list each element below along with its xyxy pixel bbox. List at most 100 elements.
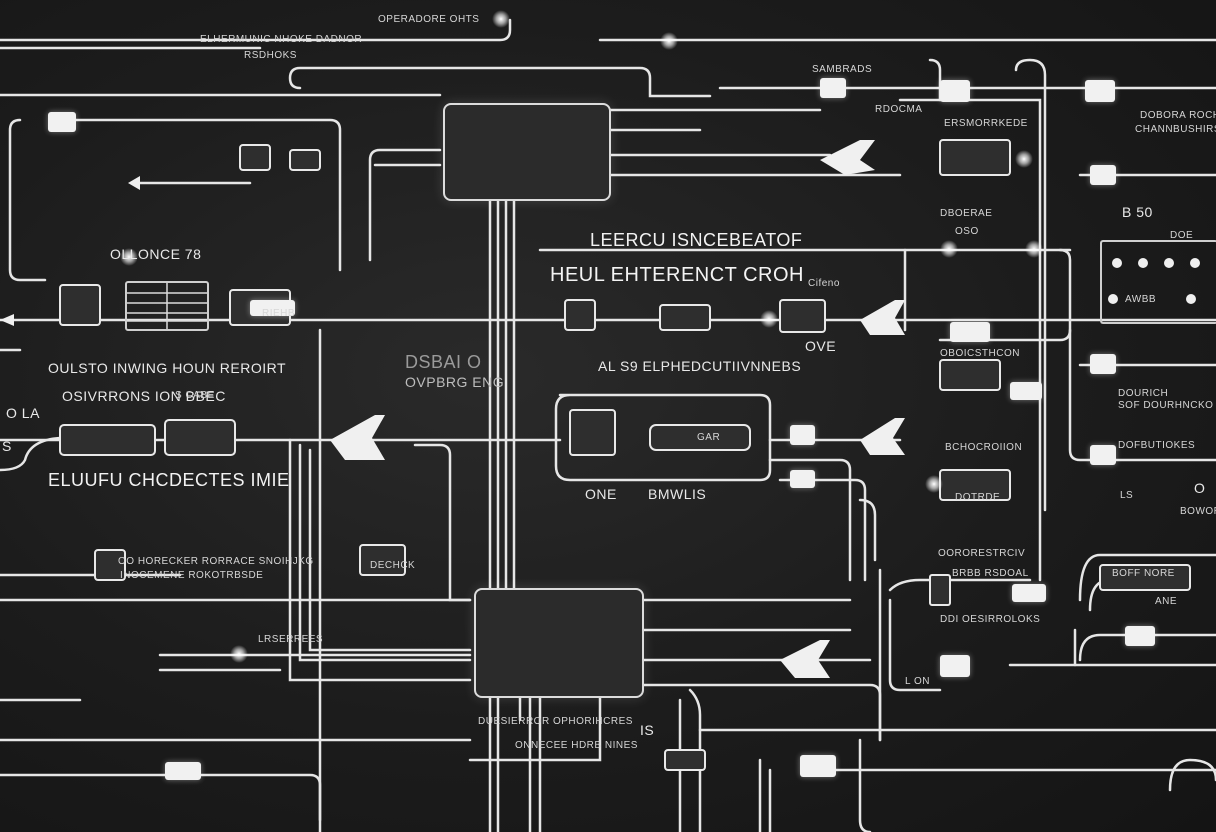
grid-panel-lines (127, 283, 207, 329)
circuit-chip-upper (443, 103, 611, 201)
plug (1010, 382, 1042, 400)
connector-arrow (330, 415, 385, 460)
wire (554, 393, 772, 482)
label: AWBB (1125, 294, 1157, 305)
wire (858, 498, 877, 562)
component-block (59, 284, 101, 326)
wire (288, 438, 472, 682)
glow-light (760, 310, 778, 328)
plug (1090, 354, 1116, 374)
component-block (664, 749, 706, 771)
component-block (564, 299, 596, 331)
wire (308, 448, 472, 652)
wire (368, 148, 442, 262)
plug (940, 655, 970, 677)
label: OBOICSTHCON (940, 348, 1020, 359)
wire (298, 443, 472, 662)
grid-panel (125, 281, 209, 331)
label: RDOCMA (875, 104, 923, 115)
label: DOTRDE (955, 492, 1001, 503)
label: S (2, 438, 12, 454)
label: OPERADORE OHTS (378, 14, 480, 25)
wire (1014, 58, 1047, 512)
connector-arrow (780, 640, 830, 678)
component-block (1099, 564, 1191, 591)
label: BOWORMDICRS (1180, 506, 1216, 517)
component-block (649, 424, 751, 451)
wire (888, 598, 942, 692)
knob (1164, 258, 1174, 268)
label: DBOERAE (940, 208, 993, 219)
plug (1090, 165, 1116, 185)
label: OVE (805, 338, 837, 354)
label: BOFF NORE (1112, 568, 1175, 579)
label: O LA (6, 405, 40, 421)
label: O (1194, 480, 1206, 496)
wire (468, 693, 602, 762)
plug (790, 470, 815, 488)
label: L ON (905, 676, 930, 687)
label: DDI OESIRROLOKS (940, 614, 1041, 625)
label: RSDHOKS (244, 50, 297, 61)
plug (790, 425, 815, 445)
label: OVPBRG ENG (405, 374, 505, 390)
knob (1138, 258, 1148, 268)
wire (8, 118, 47, 282)
label: OSIVRRONS ION BBEC (62, 388, 226, 404)
knob (1190, 258, 1200, 268)
wire (0, 773, 322, 832)
diagram-subtitle: HEUL EHTERENCT CROH (550, 264, 804, 286)
component-block (239, 144, 271, 171)
wire (58, 118, 342, 272)
label: LRSERREES (258, 634, 324, 645)
knob (1112, 258, 1122, 268)
label: OLLONCE 78 (110, 246, 202, 262)
connector-arrow (860, 300, 905, 335)
label: OO HORECKER RORRACE SNOIHJKG (118, 556, 314, 567)
wire (1168, 758, 1216, 792)
component-block (289, 149, 321, 171)
label: SOF DOURHNCKO (1118, 400, 1214, 411)
glow-light (940, 240, 958, 258)
label: INOCEMENE ROKOTRBSDE (120, 570, 264, 581)
label: DUESIERROR OPHORIHCRES (478, 716, 633, 727)
plug (165, 762, 201, 780)
glow-light (120, 248, 138, 266)
wire (0, 18, 512, 42)
glow-light (1025, 240, 1043, 258)
plug (1125, 626, 1155, 646)
wire (768, 458, 852, 582)
plug (1012, 584, 1046, 602)
diagram-title: LEERCU ISNCEBEATOF (590, 230, 803, 250)
label: GAR (697, 432, 721, 443)
plug (820, 78, 846, 98)
label: BCHOCROIION (945, 442, 1023, 453)
wire (638, 683, 882, 742)
label: DECHCK (370, 560, 416, 571)
plug (1085, 80, 1115, 102)
plug (800, 755, 836, 777)
connector-arrow (128, 176, 140, 190)
label: DSBAI O (405, 352, 482, 372)
label: IS (640, 722, 655, 738)
label: ONNECEE HDRB NINES (515, 740, 638, 751)
label: CHANNBUSHIRS (1135, 124, 1216, 135)
plug (1090, 445, 1116, 465)
label: OORORESTRCIV (938, 548, 1026, 559)
label: ELUUFU CHCDECTES IMIE (48, 470, 290, 490)
label: AL S9 ELPHEDCUTIIVNNEBS (598, 358, 802, 374)
label: BRBB RSDOAL (952, 568, 1029, 579)
glow-light (492, 10, 510, 28)
knob (1108, 294, 1118, 304)
label: ANE (1155, 596, 1178, 607)
label: B 50 (1122, 204, 1153, 220)
label: SAMBRADS (812, 64, 873, 75)
label: OULSTO INWING HOUN REROIRT (48, 360, 287, 376)
label: DOE (1170, 230, 1194, 241)
label: LS (1120, 490, 1134, 501)
plug (250, 300, 295, 316)
knob (1186, 294, 1196, 304)
control-panel (1100, 240, 1216, 324)
connector-arrow (860, 418, 905, 455)
